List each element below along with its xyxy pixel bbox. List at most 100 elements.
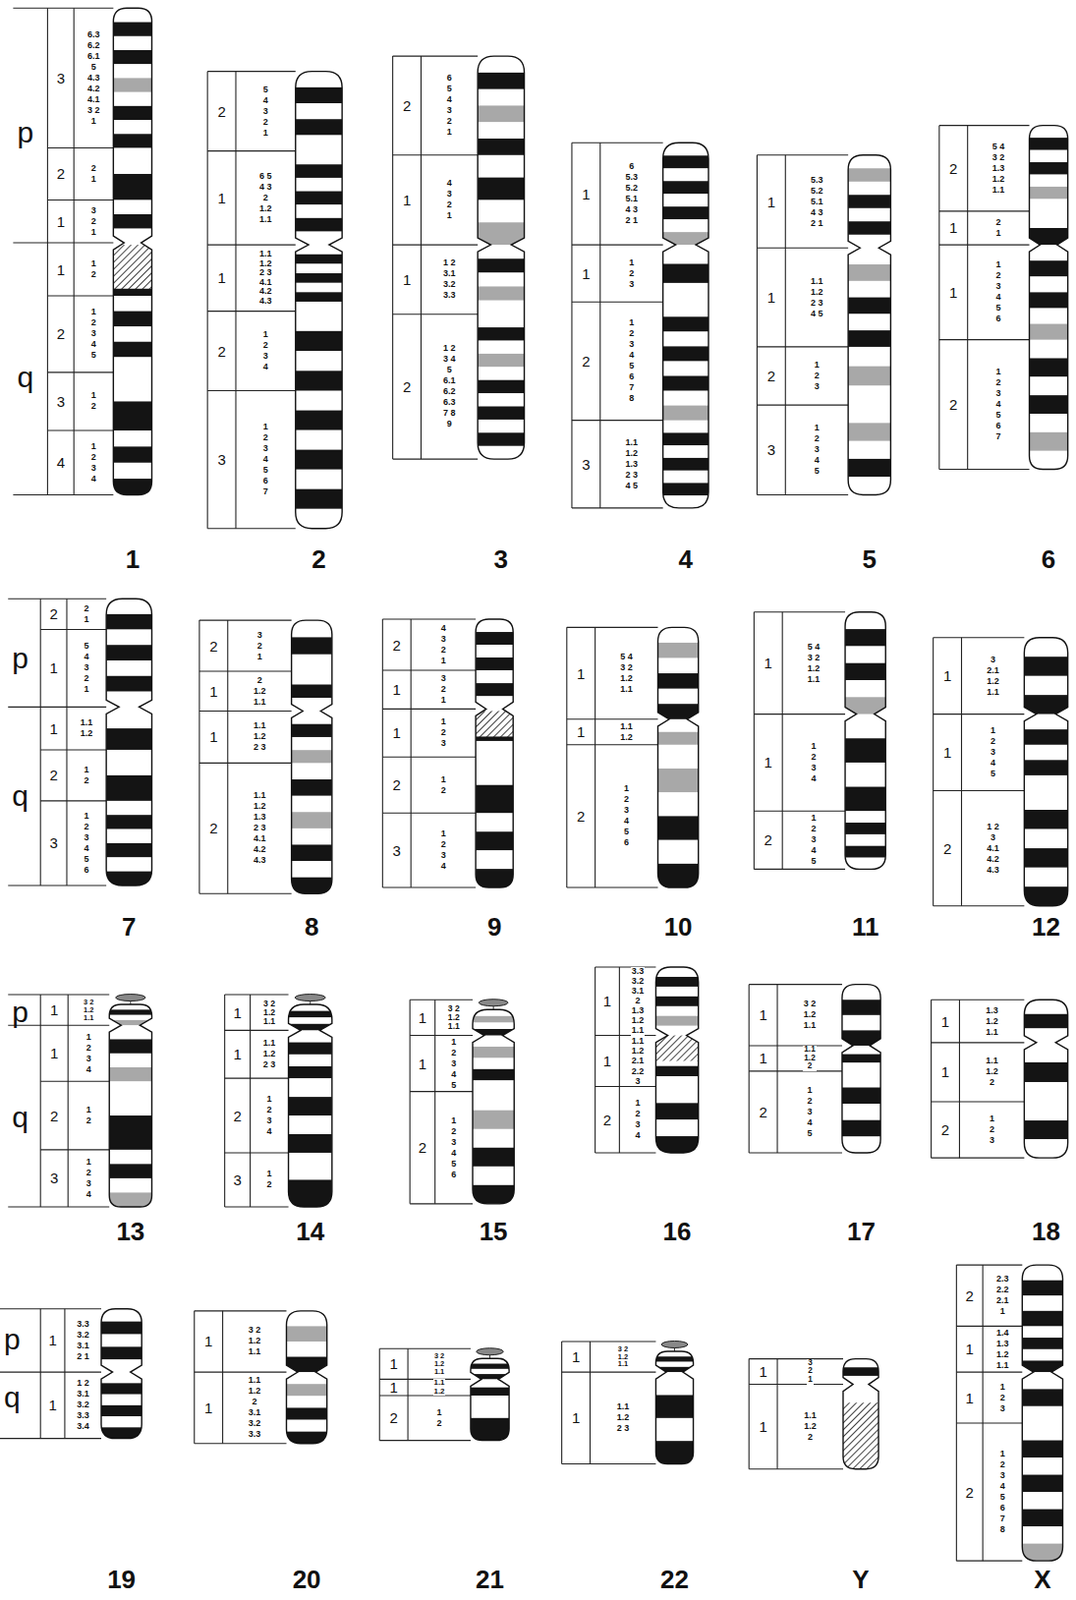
band xyxy=(845,612,886,870)
bracket-line xyxy=(594,626,596,888)
bracket-line xyxy=(420,56,422,459)
band xyxy=(1023,637,1068,658)
band xyxy=(1021,1280,1063,1297)
band xyxy=(477,155,524,178)
chromosome-number: 6 xyxy=(1041,546,1056,572)
bracket-line xyxy=(207,390,296,392)
band xyxy=(285,1371,327,1384)
chromosome-bands xyxy=(288,1004,333,1207)
chromosome-outline xyxy=(1021,1264,1063,1561)
band-numbers: 2 1 xyxy=(90,163,98,185)
band xyxy=(848,221,891,235)
chromosome-number: 5 xyxy=(862,546,877,572)
bracket-line xyxy=(939,468,1030,470)
bracket-line xyxy=(225,993,289,995)
band xyxy=(113,173,152,201)
band xyxy=(291,671,333,685)
band xyxy=(472,1069,514,1081)
chromosome-outline xyxy=(848,155,891,496)
band xyxy=(658,719,699,733)
region-number: 2 xyxy=(767,368,776,384)
bracket-line xyxy=(566,743,659,745)
band xyxy=(285,1383,327,1396)
bracket-line xyxy=(595,1151,657,1153)
bracket-line xyxy=(379,1394,471,1396)
band-numbers: 2.3 2.2 2.1 1 xyxy=(995,1273,1011,1317)
bracket-line xyxy=(956,1325,1022,1327)
band xyxy=(477,177,524,201)
band xyxy=(1029,173,1069,187)
band xyxy=(109,1015,152,1021)
band xyxy=(655,1356,693,1362)
band xyxy=(845,612,886,630)
band-numbers: 1 2 3 4 5 6.1 6.2 6.3 7 8 9 xyxy=(442,342,457,430)
band xyxy=(1029,432,1069,452)
bracket-line xyxy=(199,620,292,622)
band-numbers: 1 2 3 4 xyxy=(810,740,818,785)
band xyxy=(1021,1440,1063,1459)
chromosome-bands xyxy=(291,620,333,894)
band xyxy=(477,121,524,139)
band xyxy=(106,775,152,801)
band xyxy=(109,1191,152,1207)
region-number: 2 xyxy=(393,637,401,653)
band xyxy=(655,1016,698,1026)
band-numbers: 1 2 3 4 xyxy=(633,1097,641,1141)
band xyxy=(113,133,152,149)
band xyxy=(655,1119,698,1136)
bracket-line xyxy=(47,7,49,495)
band xyxy=(655,976,698,987)
bracket-line xyxy=(194,1309,287,1311)
band xyxy=(285,1325,327,1342)
chromosome-outline xyxy=(1023,637,1068,907)
band xyxy=(113,341,152,358)
band xyxy=(101,1371,142,1384)
chromosome-outline xyxy=(655,1351,693,1465)
band xyxy=(1021,1491,1063,1510)
band xyxy=(295,87,342,104)
band xyxy=(655,966,698,1153)
band xyxy=(291,697,333,712)
bracket-line xyxy=(595,1034,657,1036)
bracket-line xyxy=(7,598,107,600)
bracket-line xyxy=(571,419,664,421)
region-number: 4 xyxy=(56,454,65,470)
band xyxy=(1023,1101,1068,1121)
band xyxy=(106,660,152,677)
bracket-line xyxy=(753,612,755,870)
arm-label: q xyxy=(11,781,29,811)
bracket-line xyxy=(566,718,659,720)
band xyxy=(663,193,709,207)
region-number: 1 xyxy=(56,214,65,229)
region-number: 1 xyxy=(758,1050,767,1066)
satellite xyxy=(115,994,146,1002)
band xyxy=(106,829,152,845)
band xyxy=(475,657,513,671)
band-numbers: 1.4 1.3 1.2 1.1 xyxy=(995,1327,1011,1371)
band xyxy=(658,673,699,689)
band xyxy=(113,311,152,328)
region-number: 1 xyxy=(943,744,952,760)
region-number: 3 xyxy=(217,452,226,467)
arm-label: q xyxy=(3,1382,21,1413)
band xyxy=(113,22,152,38)
band xyxy=(1023,829,1068,850)
band xyxy=(477,258,524,273)
band-numbers: 1 2 3 4 xyxy=(85,1031,93,1076)
band xyxy=(470,1417,510,1441)
band xyxy=(663,263,709,284)
band xyxy=(113,7,152,495)
band xyxy=(663,283,709,303)
arm-label: q xyxy=(16,362,34,393)
band xyxy=(288,1152,333,1181)
band xyxy=(1029,276,1069,292)
chromosome-number: Y xyxy=(851,1566,869,1592)
band xyxy=(295,469,342,490)
bracket-line xyxy=(933,790,1025,792)
chromosome-number: 8 xyxy=(304,913,319,940)
band xyxy=(658,815,699,841)
chromosome-number: 17 xyxy=(847,1218,876,1245)
chromosome-bands xyxy=(663,142,709,509)
band xyxy=(295,410,342,431)
band xyxy=(472,1079,514,1092)
